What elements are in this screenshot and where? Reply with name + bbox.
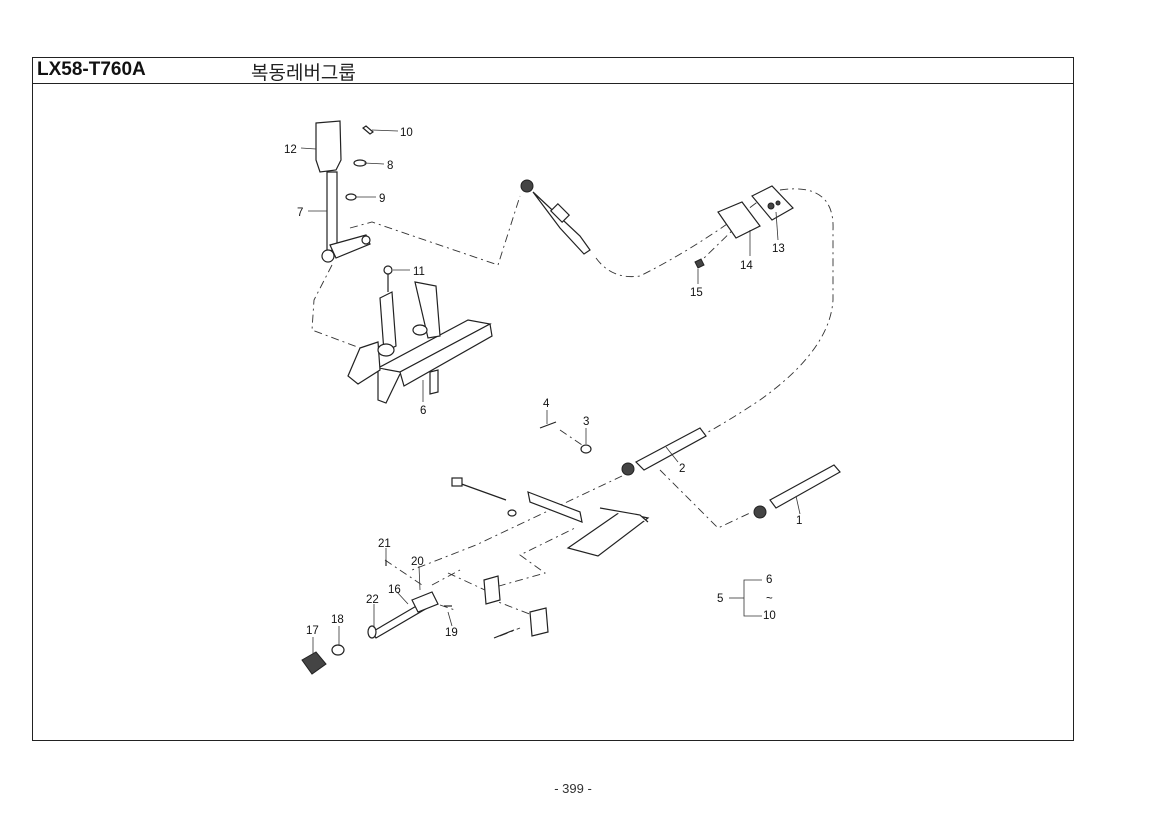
callout-14: 14 — [740, 260, 753, 272]
bracket-assembly — [347, 265, 493, 404]
knob-grip-part — [315, 120, 342, 173]
cable-end-part — [532, 191, 591, 255]
callout-7: 7 — [297, 207, 303, 219]
bolt-11-part — [383, 265, 393, 275]
model-number: LX58-T760A — [37, 59, 146, 80]
callout-numbers: 1 2 3 4 6 7 8 9 10 11 12 13 14 15 16 17 … — [284, 127, 802, 639]
group-title: 복동레버그룹 — [251, 62, 356, 84]
cable-1 — [753, 464, 841, 519]
callout-16: 16 — [388, 584, 401, 596]
knob-17-part — [301, 651, 327, 675]
callout-6: 6 — [420, 405, 426, 417]
callout-9: 9 — [379, 193, 385, 205]
callout-13: 13 — [772, 243, 785, 255]
callout-21: 21 — [378, 538, 391, 550]
legend-tilde: ~ — [766, 593, 773, 605]
cable-1-part — [769, 464, 841, 509]
dashed-connection-lines — [311, 188, 834, 637]
callout-18: 18 — [331, 614, 344, 626]
cable-2-end — [539, 410, 707, 476]
lever-pivot-part — [321, 249, 335, 263]
callout-1: 1 — [796, 515, 802, 527]
lever-rod-part — [326, 171, 338, 253]
fork-part — [529, 607, 549, 637]
callout-15: 15 — [690, 287, 703, 299]
shaft-part — [566, 511, 650, 557]
drawing-frame: LX58-T760A 복동레버그룹 — [32, 57, 1074, 741]
callout-2: 2 — [679, 463, 685, 475]
plate-14-part — [717, 201, 761, 239]
callout-8: 8 — [387, 160, 393, 172]
lever-assembly — [300, 120, 399, 263]
callout-12: 12 — [284, 144, 297, 156]
bracket-plate-part — [379, 291, 397, 353]
nut-15-part — [694, 258, 705, 269]
legend-bracket — [729, 579, 762, 617]
nut-18-part — [331, 644, 345, 656]
legend-callout-6: 6 — [766, 574, 772, 586]
bolt-part — [455, 481, 507, 501]
bracket-side-part — [377, 368, 401, 404]
bracket-block-part — [347, 341, 381, 385]
pin-10-part — [362, 125, 374, 135]
callout-10: 10 — [400, 127, 413, 139]
washer-9-part — [345, 193, 357, 201]
upper-cable-end — [520, 179, 591, 255]
legend-callout-10: 10 — [763, 610, 776, 622]
cable-2-part — [635, 427, 707, 471]
callout-11: 11 — [413, 266, 425, 278]
callout-17: 17 — [306, 625, 319, 637]
callout-4: 4 — [543, 398, 550, 410]
rod-assembly — [301, 548, 453, 675]
callout-20: 20 — [411, 556, 424, 568]
pin-4-part — [539, 421, 557, 429]
callout-19: 19 — [445, 627, 458, 639]
shaft-linkage — [451, 477, 650, 639]
legend-callout-5: 5 — [717, 593, 723, 605]
washer-3-part — [580, 444, 592, 454]
joint-20-part — [411, 591, 439, 613]
fork-20-part — [483, 575, 501, 605]
mount-plates — [694, 185, 794, 284]
lever-pin-part — [361, 235, 371, 245]
callout-22: 22 — [366, 594, 379, 606]
page-number: - 399 - — [554, 781, 592, 796]
collar-22-part — [367, 625, 377, 639]
link-plate-part — [527, 491, 583, 523]
title-bar: LX58-T760A 복동레버그룹 — [33, 58, 1073, 84]
callout-3: 3 — [583, 416, 589, 428]
